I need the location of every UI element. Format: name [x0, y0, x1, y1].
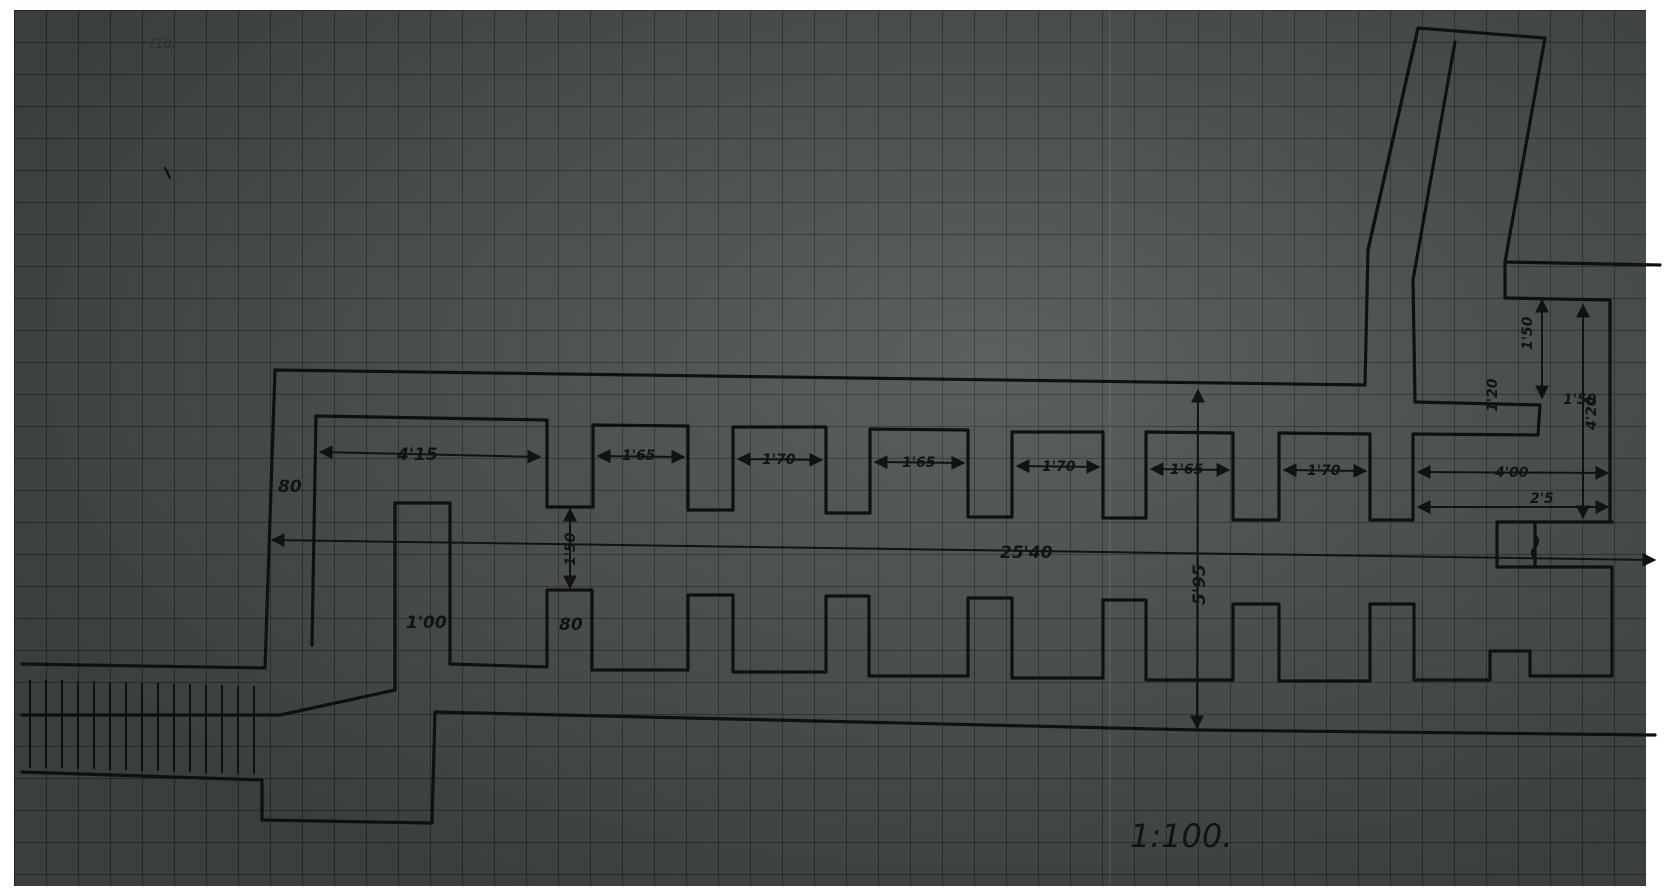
label-bay-4: 1'70	[1042, 459, 1076, 475]
dim-line-bay-5	[1149, 462, 1231, 477]
stair-landing-wall	[20, 688, 397, 717]
inner-north-wall-upper	[1366, 26, 1420, 252]
label-right-sub: 2'5	[1530, 491, 1554, 507]
dim-line-bay-1	[596, 449, 686, 464]
inner-north-wall	[310, 40, 1542, 647]
dim-line-total-width	[1190, 388, 1205, 730]
dim-line-first-bay	[318, 445, 542, 464]
label-last-bay: 4'00	[1494, 465, 1529, 481]
corner-note: (1b)	[150, 37, 177, 52]
label-left-80: 80	[278, 477, 302, 497]
dim-line-bay-6	[1282, 463, 1368, 478]
label-bay-5: 1'65	[1170, 462, 1204, 478]
label-right-mid: 1'50	[1563, 392, 1597, 408]
dim-line-bay-2	[736, 452, 824, 467]
label-first-bay: 4'15	[396, 445, 438, 465]
label-right-small: 1'20	[1485, 378, 1501, 412]
label-total-width: 5'95	[1190, 564, 1210, 605]
label-total-length: 25'40	[1000, 543, 1053, 563]
label-right-tall: 4'20	[1584, 396, 1600, 431]
label-right-upper: 1'50	[1520, 316, 1536, 350]
dim-line-total-length	[270, 533, 1657, 567]
label-pier-80: 80	[559, 615, 583, 635]
dim-line-bay-4	[1015, 459, 1101, 474]
label-bay-2: 1'70	[762, 452, 796, 468]
staircase	[29, 680, 255, 774]
inner-south-wall	[393, 501, 1614, 692]
bottom-outer-wall	[20, 710, 1657, 825]
right-door-block	[1495, 520, 1614, 569]
dim-line-bay-3	[873, 455, 966, 470]
label-left-wall-100: 1'00	[406, 613, 447, 633]
label-bay-6: 1'70	[1307, 463, 1341, 479]
label-bay-1: 1'65	[622, 448, 656, 464]
paper-fold	[1109, 10, 1111, 886]
right-appendix	[1503, 260, 1612, 524]
label-bay-3: 1'65	[902, 455, 936, 471]
scale-label: 1:100.	[1130, 817, 1232, 855]
pencil-mark	[163, 166, 172, 180]
graph-paper-sheet	[14, 10, 1646, 886]
label-corridor-gap: 1'50	[563, 532, 579, 566]
